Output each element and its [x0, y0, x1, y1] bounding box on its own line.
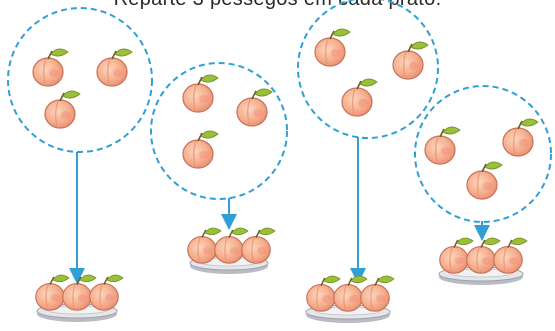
group-1: [7, 7, 153, 322]
peach-icon: [182, 130, 219, 169]
peach-icon: [439, 237, 474, 274]
peach-icon: [241, 227, 276, 264]
group-2: [150, 62, 288, 274]
peach-icon: [44, 90, 81, 129]
peach-icon: [341, 78, 378, 117]
peach-icon: [493, 237, 528, 274]
peach-icon: [392, 41, 429, 80]
peach-icon: [360, 275, 395, 312]
peach-icon: [236, 88, 273, 127]
peach-icon: [466, 161, 503, 200]
peach-icon: [424, 126, 461, 165]
peach-icon: [214, 227, 249, 264]
dashed-circle: [414, 85, 552, 223]
group-3: [297, 0, 439, 323]
instruction-caption: Reparte 3 pêssegos em cada prato.: [0, 0, 555, 11]
dashed-circle: [297, 0, 439, 139]
peach-icon: [182, 74, 219, 113]
dashed-circle: [7, 7, 153, 153]
dashed-circle: [150, 62, 288, 200]
peach-icon: [187, 227, 222, 264]
peach-icon: [306, 275, 341, 312]
peach-icon: [502, 118, 539, 157]
peach-icon: [89, 274, 124, 311]
peach-icon: [32, 48, 69, 87]
group-4: [414, 85, 552, 285]
peach-icon: [314, 28, 351, 67]
peach-icon: [96, 48, 133, 87]
